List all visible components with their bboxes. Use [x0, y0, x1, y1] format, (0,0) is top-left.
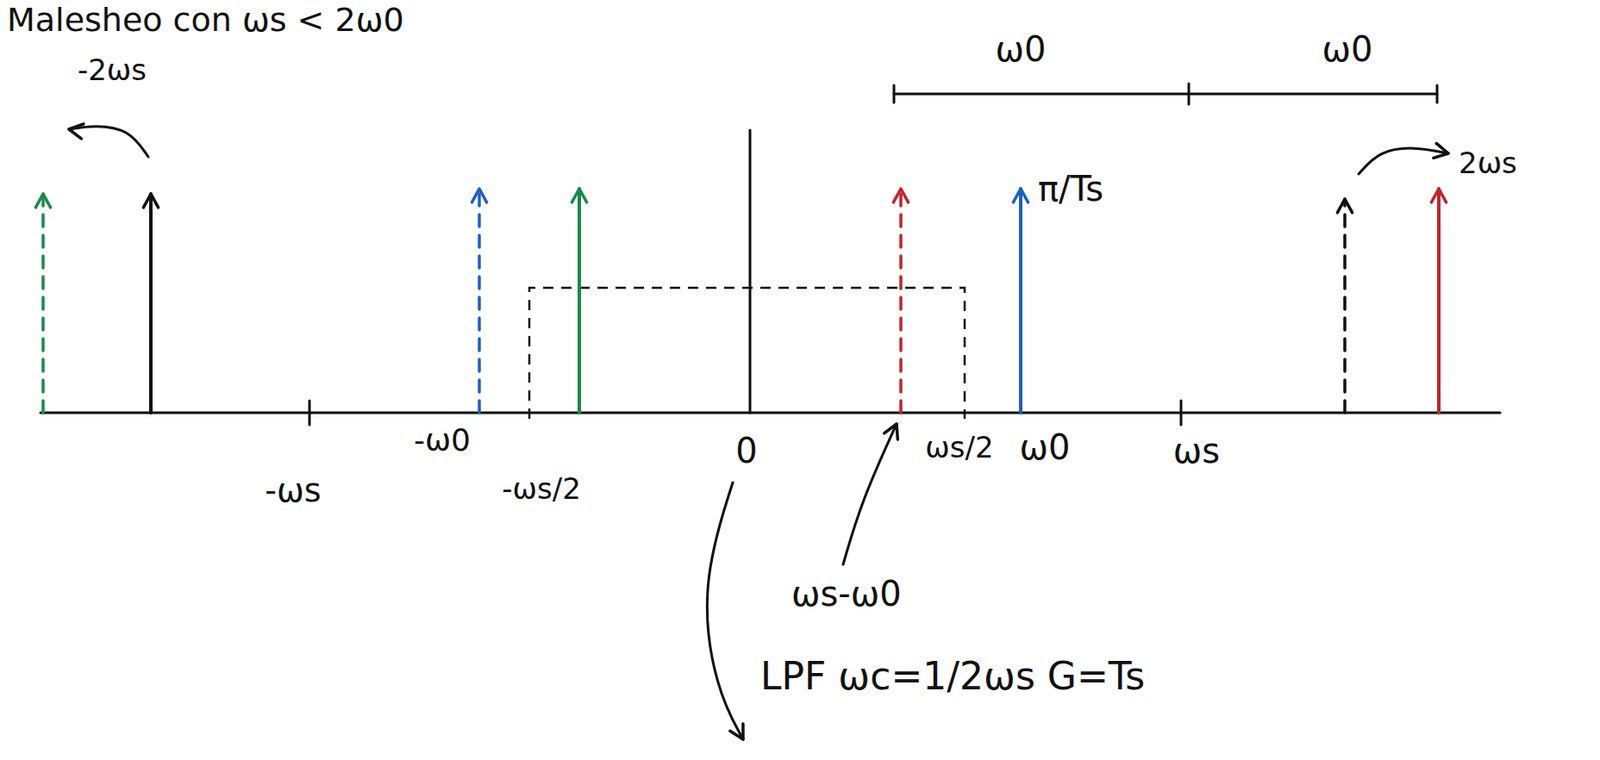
amplitude-label: π/Ts [1037, 168, 1104, 209]
axis-value: -ωs/2 [501, 472, 582, 507]
axis-value: ω0 [1019, 427, 1071, 468]
shift-arrow-head [1433, 143, 1449, 158]
shift-label: -2ωs [77, 53, 147, 88]
impulse-line [1343, 199, 1347, 413]
impulse-line [149, 193, 153, 413]
impulse-head [143, 193, 158, 208]
bracket-label: ω0 [995, 29, 1047, 69]
impulse-line [1437, 188, 1441, 413]
pointer-arrow [706, 482, 744, 740]
impulse-head [1431, 188, 1446, 203]
frequency-axis [40, 412, 1500, 415]
leader-arrow-head [884, 424, 899, 440]
leader-arrow [843, 424, 897, 565]
axis-value: 0 [735, 431, 757, 471]
axis-value: ωs [1173, 431, 1220, 471]
axis-value: -ω0 [413, 422, 471, 458]
bracket-label: ω0 [1322, 29, 1374, 69]
impulse-head [471, 188, 487, 203]
impulse-head [893, 188, 908, 203]
heading-note: Malesheo con ωs < 2ω0 [6, 1, 405, 40]
bracket-tick [893, 85, 896, 103]
impulse-head [1337, 199, 1352, 213]
annotation: ωs-ω0 [791, 574, 902, 614]
shift-label: 2ωs [1458, 146, 1518, 181]
width-bracket [893, 93, 1438, 96]
filter-note: LPF ωc=1/2ωs G=Ts [760, 655, 1145, 700]
impulse-line [577, 188, 582, 413]
axis-value: -ωs [264, 472, 321, 511]
bracket-tick [1187, 83, 1191, 105]
impulse-head [571, 188, 587, 203]
axis-tick [308, 400, 312, 425]
impulse-head [1012, 188, 1028, 203]
axis-value: ωs/2 [925, 431, 994, 465]
vertical-axis [749, 130, 752, 413]
impulse-line [477, 188, 482, 413]
shift-arrow-head [68, 124, 84, 139]
pointer-arrow-head [730, 724, 744, 740]
impulse-line [1018, 188, 1023, 413]
bracket-tick [1436, 85, 1439, 103]
shift-arrow [1358, 148, 1449, 175]
impulse-head [35, 193, 50, 208]
axis-tick [1180, 400, 1183, 425]
shift-arrow [68, 126, 149, 157]
impulse-line [899, 188, 903, 413]
impulse-line [41, 193, 45, 413]
